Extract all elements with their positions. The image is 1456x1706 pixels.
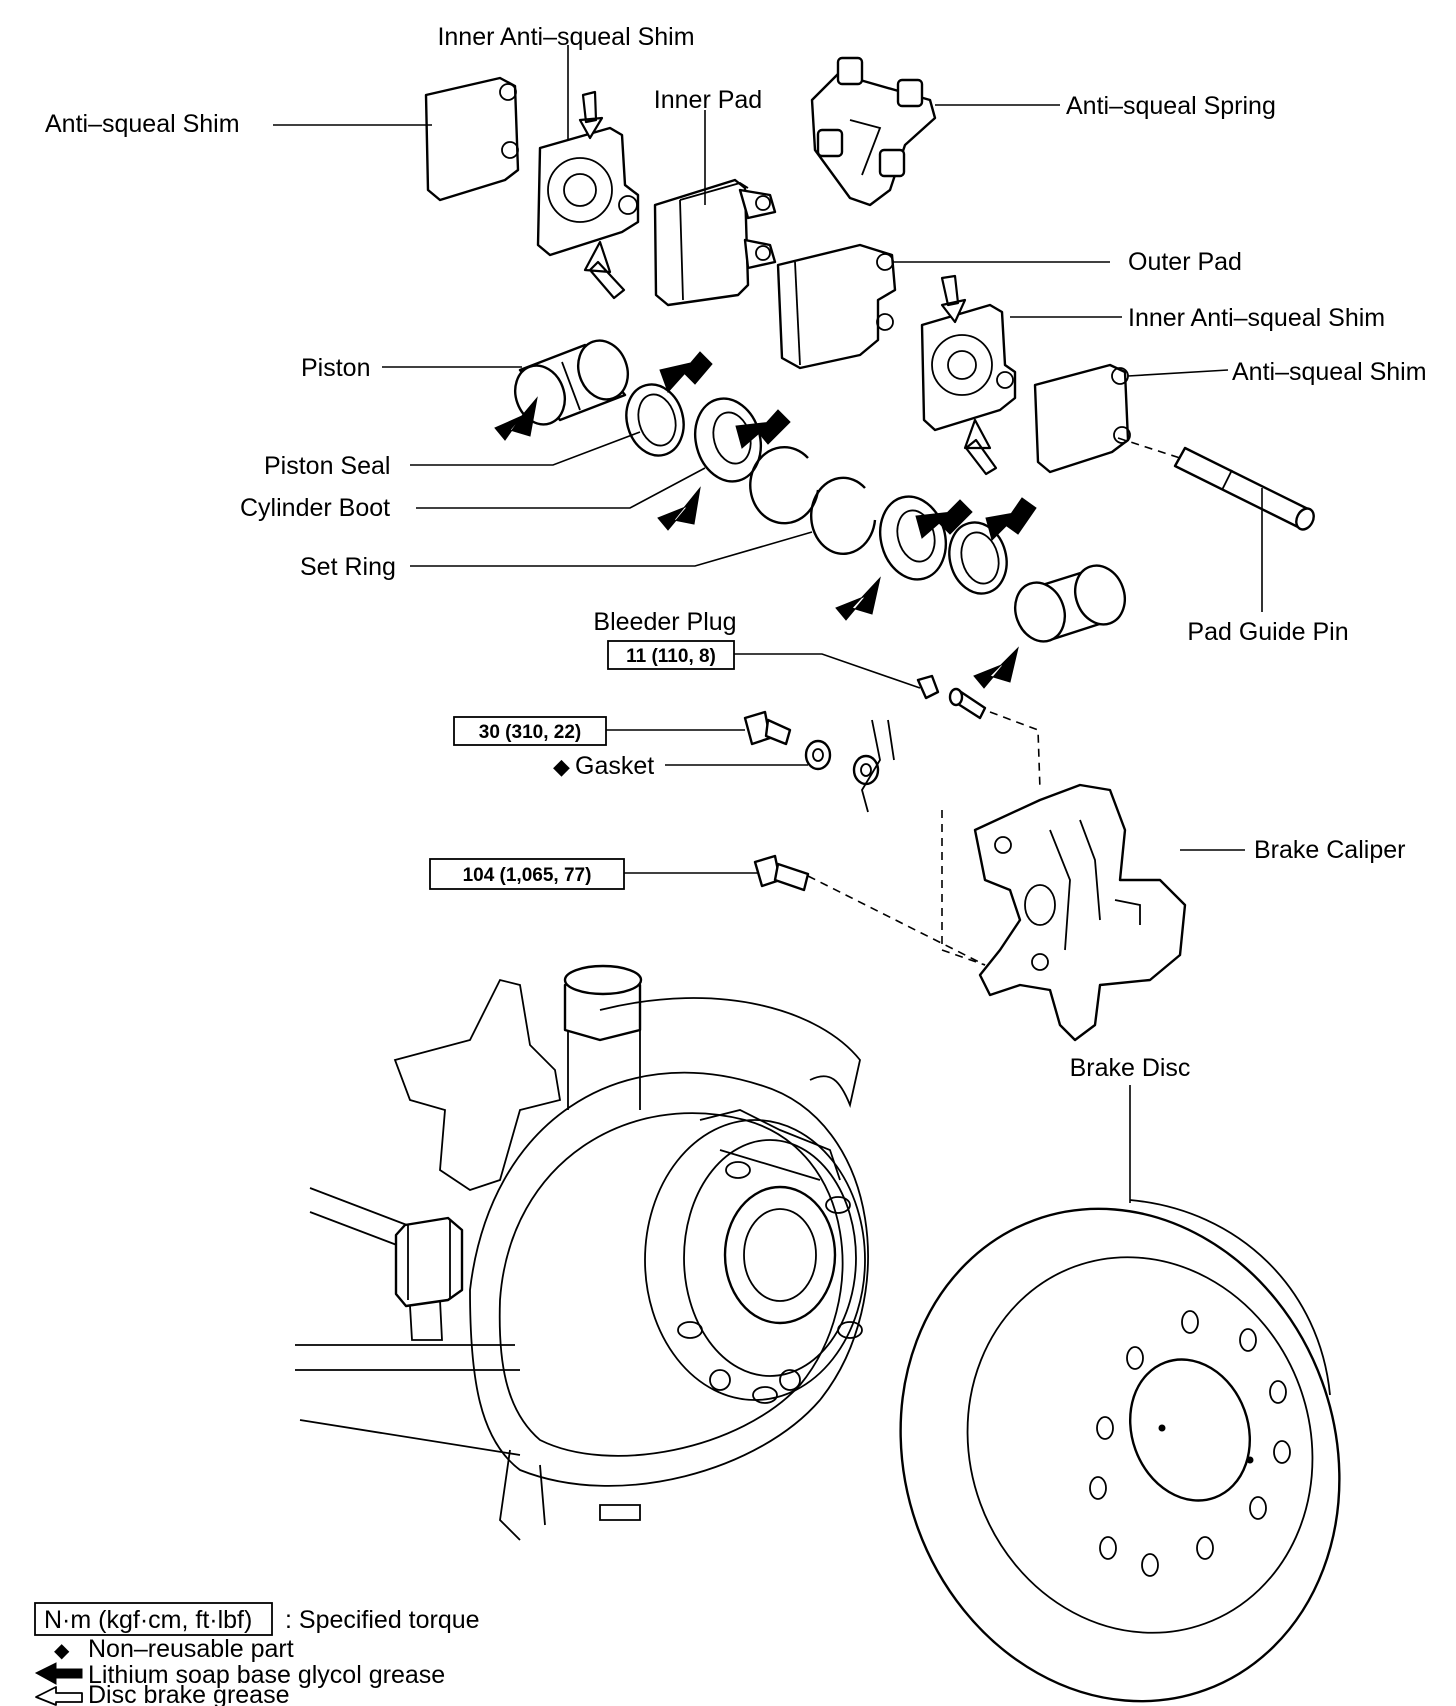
label-piston: Piston	[301, 354, 370, 382]
piston-seal-left	[625, 383, 685, 457]
label-anti-squeal-shim-left: Anti–squeal Shim	[45, 110, 240, 138]
gasket-nonreusable-marker: ◆	[553, 754, 570, 779]
inner-anti-squeal-shim-top	[536, 126, 640, 257]
legend-black-arrow-icon	[34, 1662, 83, 1685]
assembly-guide-lines	[807, 437, 1181, 966]
inner-pad	[653, 178, 777, 307]
label-brake-disc: Brake Disc	[1070, 1054, 1191, 1082]
label-anti-squeal-spring: Anti–squeal Spring	[1066, 92, 1276, 120]
union-bolt	[743, 710, 792, 746]
label-cylinder-boot: Cylinder Boot	[240, 494, 390, 522]
legend-disc-grease: Disc brake grease	[88, 1681, 289, 1706]
svg-text:30 (310, 22): 30 (310, 22)	[479, 722, 581, 743]
anti-squeal-shim-right	[1033, 363, 1131, 474]
svg-text:104 (1,065, 77): 104 (1,065, 77)	[463, 865, 592, 886]
torque-box-bleeder: 11 (110, 8)	[607, 640, 735, 670]
label-set-ring: Set Ring	[300, 553, 396, 581]
piston-left	[514, 339, 629, 426]
label-gasket: Gasket	[575, 752, 654, 780]
label-pad-guide-pin: Pad Guide Pin	[1187, 618, 1348, 646]
legend-nonreusable: Non–reusable part	[88, 1635, 294, 1663]
legend-torque-desc: : Specified torque	[285, 1606, 480, 1634]
torque-box-caliper-bolt: 104 (1,065, 77)	[429, 858, 625, 890]
legend-torque-unit: N·m (kgf·cm, ft·lbf)	[44, 1606, 252, 1634]
label-brake-caliper: Brake Caliper	[1254, 836, 1405, 864]
bleeder-plug	[916, 674, 987, 720]
set-ring-2	[810, 476, 877, 556]
svg-text:11 (110, 8): 11 (110, 8)	[626, 646, 716, 667]
cylinder-boot-right	[879, 495, 947, 581]
lithium-grease-arrows	[494, 351, 1037, 689]
disc-bolt-holes	[1089, 1310, 1291, 1577]
label-inner-anti-squeal-shim-right: Inner Anti–squeal Shim	[1128, 304, 1385, 332]
pad-guide-pin	[1173, 446, 1315, 531]
label-outer-pad: Outer Pad	[1128, 248, 1242, 276]
legend-nonreusable-marker: ◆	[54, 1640, 70, 1662]
outer-pad	[776, 243, 897, 370]
anti-squeal-shim-left	[424, 76, 520, 202]
label-piston-seal: Piston Seal	[264, 452, 390, 480]
brake-disc	[899, 1199, 1341, 1703]
gasket	[804, 719, 895, 813]
leader-lines	[273, 45, 1263, 1203]
caliper-bolt	[753, 854, 810, 892]
legend-lithium: Lithium soap base glycol grease	[88, 1661, 445, 1689]
legend: N·m (kgf·cm, ft·lbf) : Specified torque …	[34, 1602, 480, 1706]
set-ring-1	[749, 446, 820, 525]
cylinder-boot-left	[694, 397, 762, 483]
anti-squeal-spring	[810, 56, 937, 207]
label-inner-anti-squeal-shim-top: Inner Anti–squeal Shim	[437, 23, 694, 51]
disc-brake-grease-arrows	[578, 90, 998, 476]
label-inner-pad: Inner Pad	[654, 86, 762, 114]
axle-knuckle-hub	[295, 964, 869, 1541]
brake-caliper	[973, 783, 1187, 1042]
torque-box-union-bolt: 30 (310, 22)	[453, 716, 607, 746]
label-bleeder-plug: Bleeder Plug	[593, 608, 736, 636]
inner-anti-squeal-shim-right	[920, 303, 1017, 432]
legend-white-arrow-icon	[35, 1686, 83, 1706]
piston-right	[1014, 564, 1126, 643]
label-anti-squeal-shim-right: Anti–squeal Shim	[1232, 358, 1427, 386]
